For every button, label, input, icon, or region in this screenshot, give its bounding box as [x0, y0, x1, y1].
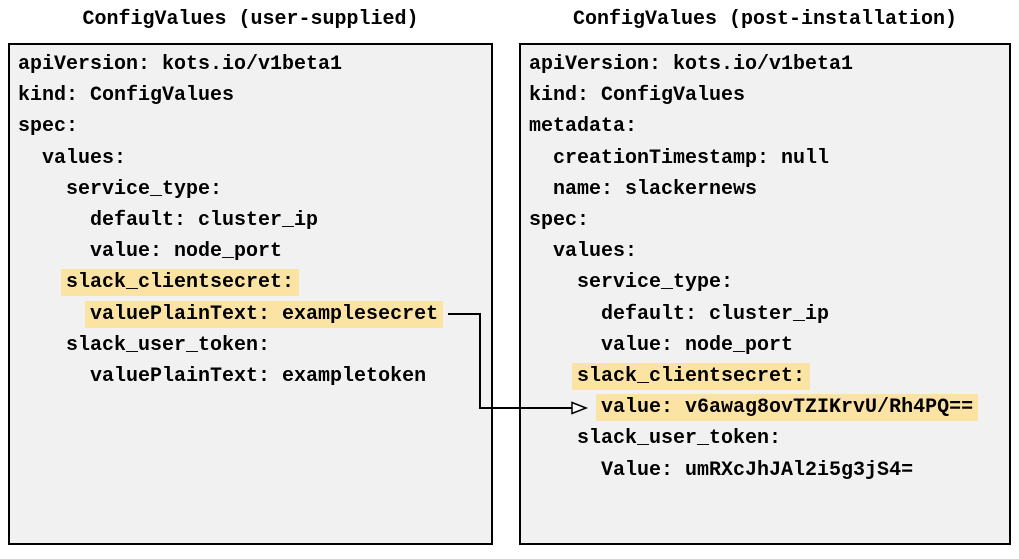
yaml-indent	[529, 427, 577, 450]
yaml-line: slack_clientsecret:	[529, 361, 1001, 392]
yaml-line: value: v6awag8ovTZIKrvU/Rh4PQ==	[529, 392, 1001, 423]
yaml-line: slack_user_token:	[529, 423, 1001, 454]
yaml-line: values:	[529, 236, 1001, 267]
yaml-line: service_type:	[18, 174, 483, 205]
yaml-text: creationTimestamp: null	[553, 146, 830, 170]
yaml-line: values:	[18, 143, 483, 174]
yaml-text: service_type:	[577, 271, 734, 295]
yaml-text: value: node_port	[90, 240, 283, 264]
yaml-text: slack_user_token:	[66, 333, 271, 357]
yaml-text: service_type:	[66, 177, 223, 201]
yaml-indent	[529, 147, 553, 170]
yaml-line: kind: ConfigValues	[529, 80, 1001, 111]
yaml-indent	[529, 178, 553, 201]
yaml-line: spec:	[529, 205, 1001, 236]
yaml-text: default: cluster_ip	[601, 302, 830, 326]
yaml-line: apiVersion: kots.io/v1beta1	[18, 49, 483, 80]
yaml-text: apiVersion: kots.io/v1beta1	[529, 53, 854, 76]
yaml-line: apiVersion: kots.io/v1beta1	[529, 49, 1001, 80]
yaml-indent	[529, 303, 601, 326]
yaml-text: spec:	[18, 115, 79, 139]
yaml-indent	[529, 459, 601, 482]
highlighted-yaml-text: value: v6awag8ovTZIKrvU/Rh4PQ==	[596, 394, 979, 422]
yaml-line: kind: ConfigValues	[18, 80, 483, 111]
yaml-indent	[18, 271, 66, 294]
yaml-text: values:	[42, 146, 127, 170]
yaml-indent	[18, 303, 90, 326]
yaml-text: metadata:	[529, 115, 638, 139]
yaml-line: default: cluster_ip	[18, 205, 483, 236]
yaml-text: apiVersion: kots.io/v1beta1	[18, 53, 343, 76]
highlighted-yaml-text: slack_clientsecret:	[61, 269, 300, 297]
yaml-line: service_type:	[529, 267, 1001, 298]
yaml-text: value: node_port	[601, 333, 794, 357]
yaml-indent	[529, 334, 601, 357]
yaml-text: valuePlainText: exampletoken	[90, 365, 427, 389]
yaml-indent	[529, 240, 553, 263]
config-values-post-installation-panel: apiVersion: kots.io/v1beta1 kind: ConfigV…	[519, 43, 1011, 545]
yaml-line: metadata:	[529, 111, 1001, 142]
yaml-text: kind: ConfigValues	[18, 84, 235, 108]
left-panel-title: ConfigValues (user-supplied)	[82, 8, 419, 31]
yaml-indent	[529, 365, 577, 388]
yaml-indent	[18, 147, 42, 170]
yaml-indent	[18, 240, 90, 263]
yaml-line: default: cluster_ip	[529, 299, 1001, 330]
yaml-text: kind: ConfigValues	[529, 84, 746, 108]
right-panel-title: ConfigValues (post-installation)	[572, 8, 958, 31]
yaml-line: Value: umRXcJhJAl2i5g3jS4=	[529, 455, 1001, 486]
yaml-line: valuePlainText: exampletoken	[18, 361, 483, 392]
yaml-line: slack_clientsecret:	[18, 267, 483, 298]
yaml-text: spec:	[529, 209, 590, 233]
yaml-text: slack_user_token:	[577, 427, 782, 451]
yaml-line: valuePlainText: examplesecret	[18, 299, 483, 330]
yaml-line: value: node_port	[18, 236, 483, 267]
yaml-line: spec:	[18, 111, 483, 142]
yaml-text: default: cluster_ip	[90, 209, 319, 233]
yaml-text: Value: umRXcJhJAl2i5g3jS4=	[601, 458, 914, 482]
yaml-indent	[18, 209, 90, 232]
config-values-user-supplied-panel: apiVersion: kots.io/v1beta1 kind: ConfigV…	[8, 43, 493, 545]
yaml-text: values:	[553, 240, 638, 264]
yaml-line: value: node_port	[529, 330, 1001, 361]
yaml-text: name: slackernews	[553, 177, 758, 201]
yaml-indent	[529, 271, 577, 294]
yaml-indent	[529, 396, 601, 419]
yaml-line: creationTimestamp: null	[529, 143, 1001, 174]
yaml-line: slack_user_token:	[18, 330, 483, 361]
yaml-line: name: slackernews	[529, 174, 1001, 205]
yaml-indent	[18, 178, 66, 201]
highlighted-yaml-text: slack_clientsecret:	[572, 363, 811, 391]
highlighted-yaml-text: valuePlainText: examplesecret	[85, 300, 444, 328]
yaml-indent	[18, 334, 66, 357]
yaml-indent	[18, 365, 90, 388]
